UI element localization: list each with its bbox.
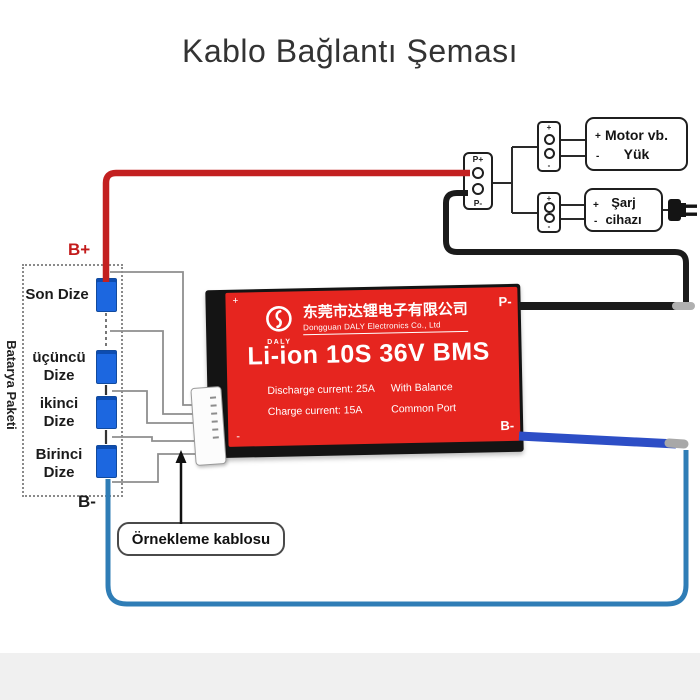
company-block: 东莞市达锂电子有限公司 Dongguan DALY Electronics Co… [302,300,469,336]
page-title: Kablo Bağlantı Şeması [181,33,519,69]
output-connector: P+ P- [463,152,493,210]
spec-charge: Charge current: 15A [267,404,363,419]
bms-board-red-panel: + P- B- - DALY 东莞市达锂电子有限公司 Dongguan DALY… [225,286,521,447]
load-connector-negative-terminal [543,148,555,159]
battery-pack-side-label: Batarya Paketi [4,340,19,430]
spec-port: Common Port [391,402,457,416]
sampling-connector [190,386,227,466]
b-minus-terminal-label: B- [78,492,96,511]
output-connector-positive-terminal [472,167,484,179]
load-box-line1: Motor vb. [605,127,668,143]
load-connector: + - [537,121,561,172]
spec-discharge: Discharge current: 25A [267,382,375,398]
blue-b-minus-pigtail [518,431,677,449]
battery-cell [96,396,117,429]
cell-label-ucuncu-dize: üçüncü Dize [32,349,86,384]
charger-box-plus: + [593,200,599,211]
board-header: DALY 东莞市达锂电子有限公司 Dongguan DALY Electroni… [262,301,469,346]
board-specs: Discharge current: 25A Charge current: 1… [267,377,456,423]
cell-label-son-dize: Son Dize [25,286,89,303]
cell-label-ikinci-dize: ikinci Dize [39,395,79,430]
output-connector-negative-terminal [472,183,484,195]
spec-balance: With Balance [390,381,453,395]
board-pad-minus: - [236,430,241,443]
daly-logo-icon: DALY [262,304,297,346]
balance-tap-wire [112,390,196,424]
balance-tap-wire [112,453,197,483]
output-connector-p-minus-label: P- [473,198,483,208]
charger-box-minus: - [594,216,598,227]
wire-ferrule [664,438,689,449]
sampling-cable-callout-label: Örnekleme kablosu [131,530,271,548]
load-box-plus: + [595,131,601,142]
b-plus-terminal-label: B+ [68,240,91,259]
board-pad-b-minus: B- [500,417,515,434]
load-box: + - Motor vb. Yük [585,117,688,171]
bottom-band [0,653,700,700]
load-box-minus: - [596,151,600,162]
load-box-line2: Yük [623,146,650,162]
load-connector-positive-terminal [543,134,555,145]
battery-cell [96,445,117,478]
balance-tap-wire [112,436,197,442]
charger-box: + - Şarj cihazı [584,188,663,232]
cell-label-birinci-dize: Birinci Dize [35,446,83,481]
sampling-cable-callout: Örnekleme kablosu [117,522,285,556]
battery-cell [96,278,117,312]
company-name-en: Dongguan DALY Electronics Co., Ltd [302,319,469,336]
board-pad-p-minus: P- [498,293,512,310]
output-connector-p-plus-label: P+ [472,154,484,164]
power-plug-icon [668,199,697,221]
daly-logo-circle [266,305,292,332]
bms-board: + P- B- - DALY 东莞市达锂电子有限公司 Dongguan DALY… [205,283,524,459]
board-pad-plus: + [232,295,239,307]
model-label: Li-ion 10S 36V BMS [247,337,491,371]
charge-connector-positive-terminal [543,202,555,213]
battery-cell [96,350,117,384]
company-name-cn: 东莞市达锂电子有限公司 [302,300,468,322]
callout-arrow-head [175,450,187,463]
sampling-connector-pins [209,396,219,439]
red-positive-wire [102,169,470,282]
charge-connector: + - [537,192,561,233]
